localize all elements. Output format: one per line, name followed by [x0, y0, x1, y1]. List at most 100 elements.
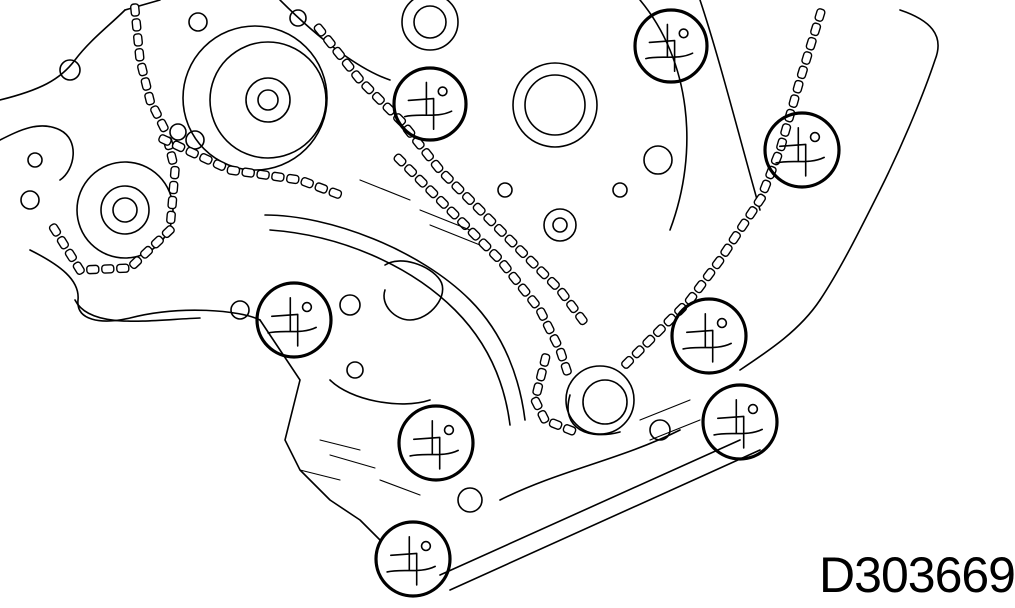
chain-link — [167, 195, 178, 210]
chain-link — [745, 206, 758, 220]
crank-sprocket — [565, 365, 635, 436]
callout-bolt-mark — [747, 403, 759, 415]
chain-link — [504, 234, 518, 248]
chain-link — [56, 235, 70, 250]
chain-link — [86, 264, 100, 275]
chain-link — [226, 165, 241, 176]
chain-link — [525, 255, 539, 269]
callout-ring — [397, 404, 475, 482]
chain-link — [575, 311, 588, 326]
callout-detail — [682, 313, 732, 363]
timing-chain — [48, 136, 180, 275]
chain-link — [461, 191, 476, 206]
chain-link — [539, 353, 551, 367]
water-pump-pulley — [169, 9, 328, 171]
chain-link — [527, 295, 540, 309]
chain-link — [546, 276, 560, 290]
chain-link — [116, 263, 130, 274]
chain-link — [805, 36, 817, 51]
chain-link — [792, 79, 804, 94]
callout-ring — [670, 297, 748, 375]
chain-link — [451, 181, 465, 195]
callout-bolt-mark — [809, 131, 821, 143]
chain-link — [168, 180, 179, 195]
callout-bolt-mark — [437, 86, 448, 97]
chain-link — [382, 102, 396, 116]
chain-link — [536, 266, 550, 280]
callout-bolt-mark — [301, 301, 313, 313]
callout-bolt-mark — [443, 424, 455, 436]
chain-link — [555, 347, 568, 362]
chain-link — [621, 355, 635, 369]
chain-link — [166, 210, 176, 225]
chain-link — [161, 225, 175, 239]
chain-link — [131, 18, 142, 32]
chain-link — [323, 35, 336, 49]
chain-link — [130, 3, 140, 17]
chain-link — [652, 324, 666, 338]
surface-hatching — [230, 179, 701, 513]
chain-link — [150, 105, 162, 119]
callout-bolt-mark — [716, 317, 728, 329]
timing-chain — [130, 3, 169, 133]
chain-link — [814, 8, 826, 22]
chain-link — [150, 235, 164, 249]
chain-link — [537, 409, 550, 424]
callout-bottom-left — [374, 520, 452, 598]
left-idler-pulley — [0, 59, 174, 259]
chain-link — [566, 299, 579, 314]
chain-link — [341, 58, 355, 72]
chain-link — [139, 245, 154, 259]
chain-link — [129, 256, 143, 270]
callout-detail — [645, 23, 694, 72]
chain-link — [557, 287, 570, 302]
callout-detail — [404, 81, 453, 130]
chain-link — [241, 167, 256, 178]
chain-link — [776, 137, 788, 152]
chain-link — [674, 302, 688, 316]
chain-link — [72, 261, 85, 275]
chain-link — [560, 361, 572, 376]
timing-chain — [530, 353, 577, 436]
chain-link — [446, 206, 460, 220]
chain-link — [536, 367, 547, 382]
chain-link — [404, 164, 418, 178]
chain-link — [314, 182, 329, 194]
chain-link — [711, 255, 725, 270]
callout-ring — [633, 8, 709, 84]
chain-link — [156, 118, 169, 133]
chain-link — [440, 170, 454, 184]
chain-link — [788, 94, 800, 108]
chain-link — [515, 245, 529, 259]
callout-circles — [255, 8, 841, 598]
chain-link — [801, 51, 813, 65]
chain-link — [133, 33, 143, 47]
callout-lower-center — [397, 404, 475, 482]
timing-chain — [393, 153, 572, 376]
chain-link — [134, 48, 145, 62]
chain-link — [780, 123, 792, 137]
chain-link — [759, 179, 772, 194]
chain-link — [631, 345, 645, 359]
chain-link — [508, 271, 522, 286]
callout-left-middle — [255, 281, 333, 359]
chain-link — [361, 81, 375, 95]
chain-link — [300, 177, 315, 189]
chain-link — [472, 202, 486, 216]
chain-link — [728, 230, 741, 245]
chain-link — [158, 134, 172, 146]
chain-link — [285, 173, 300, 185]
chain-link — [48, 223, 62, 237]
chain-link — [517, 283, 531, 297]
chain-link — [393, 153, 407, 167]
callout-right-upper — [763, 111, 841, 189]
chain-link — [457, 217, 471, 231]
callout-right-lower — [701, 383, 779, 461]
callout-ring — [392, 66, 468, 142]
chain-link — [64, 248, 78, 263]
chain-link — [483, 213, 497, 227]
chain-link — [101, 264, 115, 274]
chain-link — [478, 238, 492, 252]
chain-link — [425, 185, 439, 199]
